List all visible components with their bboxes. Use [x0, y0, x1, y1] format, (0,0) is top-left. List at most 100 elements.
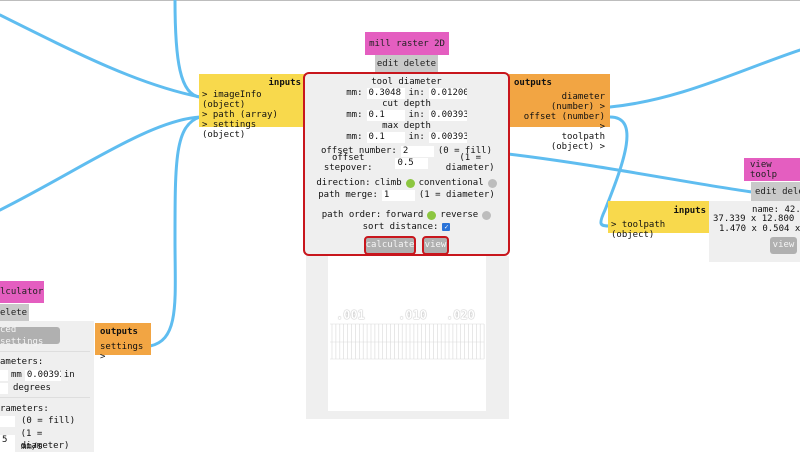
stepover-row: 5 (1 = diameter) — [0, 428, 94, 452]
max-depth-label: max depth — [382, 121, 431, 131]
delete-button[interactable]: delete — [403, 58, 437, 69]
wire-settings-a — [0, 115, 202, 212]
direction-climb-radio[interactable] — [405, 178, 415, 188]
path-order-forward-radio[interactable] — [427, 210, 437, 220]
view-toolpath-inputs: inputs > toolpath (object) — [608, 201, 710, 240]
diameter-in-label: in — [63, 370, 75, 380]
wire-settings-b — [148, 115, 202, 348]
path-order-reverse-radio[interactable] — [482, 210, 492, 220]
max-depth-in-input[interactable]: 0.00393 — [428, 131, 467, 143]
view-toolpath-panel: name: 42.p 37.339 x 12.800 x 1.470 x 0.5… — [709, 201, 800, 262]
cut-depth-in-input[interactable]: 0.00393 — [428, 109, 467, 121]
view-toolpath-inputs-header: inputs — [673, 206, 706, 216]
top-border — [0, 0, 800, 1]
output-port-offset[interactable]: offset (number) > — [523, 112, 605, 132]
tool-diameter-in-input[interactable]: 0.01200 — [428, 87, 467, 99]
max-depth-mm-label: mm: — [346, 132, 363, 142]
output-port-diameter[interactable]: diameter (number) > — [550, 92, 605, 112]
max-depth-mm-input[interactable]: 0.1 — [366, 131, 405, 143]
view-toolpath-title-text: view toolp — [750, 159, 778, 180]
view-toolpath-view-button[interactable]: view — [770, 237, 797, 254]
angle-row: degrees — [0, 382, 51, 394]
diameter-mm-label: mm — [11, 370, 22, 380]
cut-depth-mm-input[interactable]: 0.1 — [366, 109, 405, 121]
wire-offset-out — [608, 48, 800, 109]
output-port-settings[interactable]: settings > — [100, 342, 144, 362]
calc-speed-input[interactable] — [0, 441, 15, 453]
toolpath-dims-mm: 37.339 x 12.800 x — [713, 214, 800, 224]
path-merge-input[interactable]: 1 — [381, 189, 415, 201]
section-parameters-2-label: rameters: — [0, 404, 49, 414]
mill-raster-2d-title-text: mill raster 2D — [369, 38, 445, 49]
cut-depth-row: mm: 0.1 in: 0.00393 — [305, 109, 508, 121]
calc-offset-number-input[interactable] — [0, 415, 15, 427]
toolpath-name: name: 42.p — [752, 205, 800, 215]
offset-number-input[interactable]: 2 — [400, 145, 434, 157]
wire-offset-to-view — [506, 152, 754, 194]
direction-climb-label: climb — [374, 178, 402, 188]
settings-calculator-outputs: outputs settings > — [95, 323, 151, 362]
view-toolpath-title[interactable]: view toolp — [744, 158, 800, 181]
path-order-row: path order: forward reverse — [305, 209, 508, 221]
advanced-settings-button[interactable]: ced settings — [0, 325, 60, 347]
angle-input[interactable] — [0, 382, 8, 394]
settings-calculator-delete-text: elete — [0, 307, 28, 318]
path-order-forward-label: forward — [385, 210, 424, 220]
offset-stepover-input[interactable]: 0.5 — [395, 157, 429, 169]
tool-diameter-mm-input[interactable]: 0.3048 — [366, 87, 405, 99]
offset-number-row: (0 = fill) — [0, 415, 75, 427]
direction-label: direction: — [316, 178, 371, 188]
path-merge-hint: (1 = diameter) — [418, 190, 495, 200]
tool-diameter-mm-label: mm: — [346, 88, 363, 98]
action-buttons-row: calculate view — [305, 235, 508, 255]
preview-canvas: .001 .010 .020 — [328, 256, 486, 411]
cut-depth-label: cut depth — [382, 99, 431, 109]
path-merge-label: path merge: — [318, 190, 378, 200]
path-merge-row: path merge: 1 (1 = diameter) — [305, 189, 508, 201]
offset-stepover-row: offset stepover: 0.5 (1 = diameter) — [305, 153, 508, 173]
toolpath-dims-in: 1.470 x 0.504 x 0 — [719, 224, 800, 234]
settings-calculator-title[interactable]: lculator — [0, 281, 44, 303]
preview-label-001: .001 — [336, 308, 365, 322]
preview-toolpath-drawing — [330, 323, 485, 360]
input-port-imageinfo[interactable]: > imageInfo (object) — [202, 90, 262, 110]
inputs-header: inputs — [268, 78, 301, 88]
cut-depth-in-label: in: — [408, 110, 425, 120]
direction-row: direction: climb conventional — [305, 177, 508, 189]
max-depth-row: mm: 0.1 in: 0.00393 — [305, 131, 508, 143]
input-port-settings[interactable]: > settings (object) — [202, 120, 257, 140]
mill-raster-2d-panel: tool diameter mm: 0.3048 in: 0.01200 cut… — [303, 72, 510, 256]
calc-stepover-input[interactable]: 5 — [0, 434, 15, 446]
max-depth-in-label: in: — [408, 132, 425, 142]
diameter-mm-input[interactable] — [0, 369, 8, 381]
edit-button[interactable]: edit — [376, 58, 399, 69]
degrees-label: degrees — [13, 383, 51, 393]
mill-raster-2d-edit-delete: edit delete — [375, 55, 438, 72]
diameter-row: mm 0.003937 in — [0, 369, 75, 381]
tool-diameter-in-label: in: — [408, 88, 425, 98]
input-port-toolpath[interactable]: > toolpath (object) — [611, 220, 666, 240]
settings-calculator-title-text: lculator — [0, 287, 44, 297]
input-port-path[interactable]: > path (array) — [202, 110, 278, 120]
path-order-label: path order: — [321, 210, 382, 220]
sort-distance-label: sort distance: — [362, 222, 439, 232]
diameter-in-input[interactable]: 0.003937 — [24, 369, 61, 381]
preview-label-010: .010 — [398, 308, 427, 322]
view-button[interactable]: view — [422, 235, 449, 255]
sort-distance-checkbox[interactable]: ✓ — [442, 223, 451, 231]
calculate-button[interactable]: calculate — [364, 235, 416, 255]
settings-calculator-delete[interactable]: elete — [0, 304, 29, 321]
cut-depth-mm-label: mm: — [346, 110, 363, 120]
section-parameters-1-label: ameters: — [0, 357, 44, 367]
view-toolpath-edit-delete[interactable]: edit dele — [751, 182, 800, 201]
offset-stepover-label: offset stepover: — [323, 153, 373, 173]
preview-label-020: .020 — [446, 308, 475, 322]
mill-raster-2d-title[interactable]: mill raster 2D — [365, 32, 449, 55]
direction-conventional-radio[interactable] — [487, 178, 497, 188]
offset-number-label: offset number: — [320, 146, 397, 156]
diameter-hint: (1 = diameter) — [20, 429, 70, 451]
toolpath-preview: .001 .010 .020 — [306, 256, 509, 419]
output-port-toolpath[interactable]: toolpath (object) > — [550, 132, 605, 152]
fill-hint: (0 = fill) — [21, 416, 76, 426]
outputs-header: outputs — [514, 78, 552, 88]
